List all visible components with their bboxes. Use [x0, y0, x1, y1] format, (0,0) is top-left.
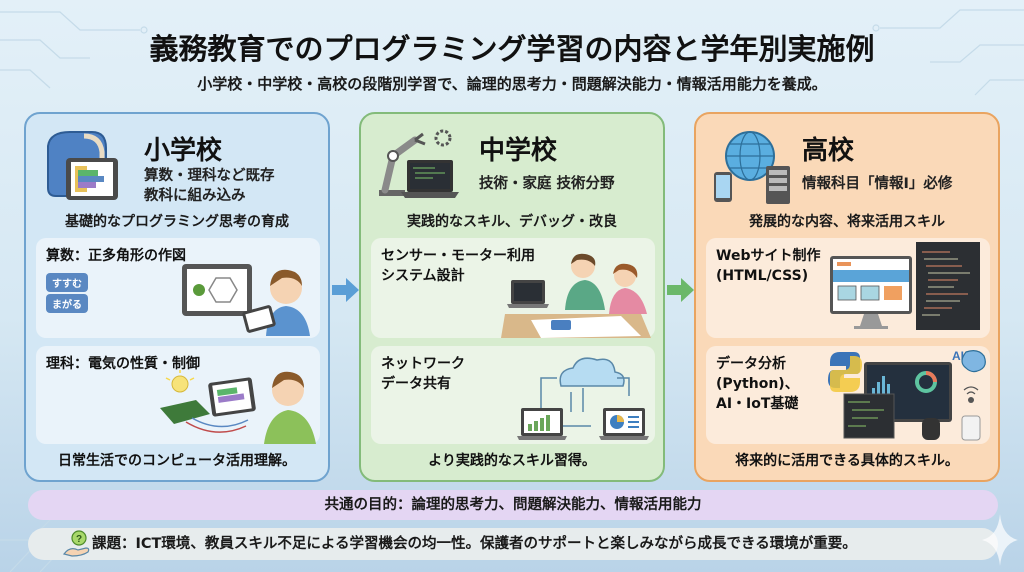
card-title: 算数：正多角形の作図: [46, 248, 186, 264]
card-title-line1: データ分析: [716, 356, 786, 372]
card-web: Webサイト制作 (HTML/CSS): [706, 238, 990, 338]
stage-high-school: 高校 情報科目「情報Ⅰ」必修 発展的な内容、将来活用スキル Webサイト制作 (…: [694, 112, 1000, 482]
arrow-right-icon: [332, 278, 359, 302]
randoseru-tablet-icon: [47, 131, 118, 200]
page-subtitle: 小学校・中学校・高校の段階別学習で、論理的思考力・問題解決能力・情報活用能力を養…: [197, 75, 827, 93]
card-title-line2: (HTML/CSS): [716, 268, 809, 284]
hand-question-icon: ?: [62, 530, 90, 557]
stage-footer: より実践的なスキル習得。: [428, 453, 596, 469]
card-network: ネットワーク データ共有: [371, 346, 655, 444]
stage-desc-line1: 算数・理科など既存: [144, 168, 275, 184]
card-title-line2: データ共有: [381, 376, 451, 392]
block-move: すすむ: [46, 273, 88, 292]
stage-focus: 実践的なスキル、デバッグ・改良: [407, 214, 617, 230]
block-turn: まがる: [46, 294, 88, 313]
stage-elementary: 小学校 算数・理科など既存 教科に組み込み 基礎的なプログラミング思考の育成 算…: [24, 112, 330, 482]
stage-focus: 基礎的なプログラミング思考の育成: [65, 214, 289, 230]
stage-focus: 発展的な内容、将来活用スキル: [749, 214, 945, 230]
svg-text:?: ?: [76, 534, 82, 545]
stage-name: 高校: [802, 136, 855, 166]
card-title-line1: センサー・モーター利用: [381, 248, 535, 264]
card-title: 理科：電気の性質・制御: [46, 356, 200, 372]
card-title-line2: (Python)、: [716, 376, 799, 392]
card-math: 算数：正多角形の作図 すすむ まがる: [36, 238, 320, 338]
common-goal-bar: 共通の目的：論理的思考力、問題解決能力、情報活用能力: [28, 490, 998, 520]
card-data-analysis: データ分析 (Python)、 AI・IoT基礎 AI: [706, 346, 990, 444]
page-title: 義務教育でのプログラミング学習の内容と学年別実施例: [149, 32, 875, 66]
stage-footer: 日常生活でのコンピュータ活用理解。: [58, 453, 296, 469]
card-title-line2: システム設計: [381, 268, 465, 284]
issue-bar: ? 課題：ICT環境、教員スキル不足による学習機会の均一性。保護者のサポートと楽…: [28, 528, 998, 560]
website-monitor-illustration: [830, 242, 980, 330]
stage-name: 小学校: [144, 136, 223, 166]
stage-desc-line2: 教科に組み込み: [144, 188, 246, 204]
ai-data-dashboard-illustration: AI: [828, 349, 986, 441]
child-circuit-illustration: [160, 370, 316, 444]
arrow-right-icon: [667, 278, 694, 302]
robot-arm-laptop-icon: [379, 129, 459, 198]
issue-text: 課題：ICT環境、教員スキル不足による学習機会の均一性。保護者のサポートと楽しみ…: [92, 536, 857, 552]
cloud-network-illustration: [517, 357, 649, 440]
card-title-line1: ネットワーク: [381, 356, 465, 372]
students-robot-illustration: [501, 253, 651, 338]
sparkle-icon: [982, 514, 1018, 566]
card-sensor-motor: センサー・モーター利用 システム設計: [371, 238, 655, 338]
card-title-line3: AI・IoT基礎: [716, 396, 799, 412]
stage-desc-line1: 技術・家庭 技術分野: [479, 176, 615, 192]
stage-name: 中学校: [479, 136, 558, 166]
globe-devices-icon: [714, 131, 790, 204]
card-title-line1: Webサイト制作: [716, 248, 821, 264]
card-science: 理科：電気の性質・制御: [36, 346, 320, 444]
stage-footer: 将来的に活用できる具体的スキル。: [735, 453, 959, 469]
code-blocks: すすむ まがる: [46, 272, 88, 314]
stage-desc-line1: 情報科目「情報Ⅰ」必修: [802, 176, 953, 192]
stage-middle: 中学校 技術・家庭 技術分野 実践的なスキル、デバッグ・改良 センサー・モーター…: [359, 112, 665, 482]
ai-label: AI: [952, 349, 964, 363]
child-hexagon-illustration: [182, 264, 310, 336]
